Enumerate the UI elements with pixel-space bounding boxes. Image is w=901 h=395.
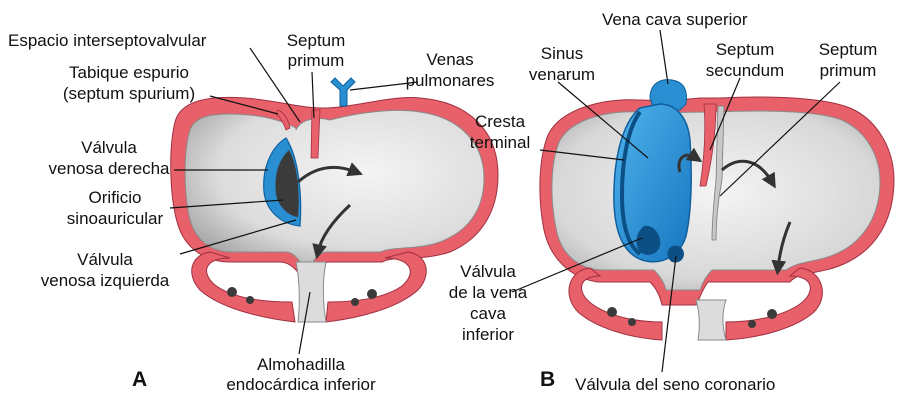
panel-b-trabecula-4 <box>748 320 756 328</box>
panel-b-trabecula-2 <box>628 318 636 326</box>
panel-a-pulmonary-veins <box>331 78 355 106</box>
panel-a-endocardial-cushion <box>296 262 326 322</box>
label-vena-cava-superior: Vena cava superior <box>602 10 748 30</box>
panel-a-atrial-cavity <box>185 110 484 265</box>
panel-b-trabecula-1 <box>607 307 617 317</box>
label-primum-b-line2: primum <box>808 61 888 81</box>
label-secundum-line1: Septum <box>700 40 790 60</box>
label-vci-line1: Válvula <box>430 262 546 282</box>
panel-a-septum-primum <box>311 110 320 158</box>
label-orificio-line1: Orificio <box>60 188 170 208</box>
label-sinus-line2: venarum <box>526 65 598 85</box>
label-septum-primum-a-line2: primum <box>280 51 352 71</box>
label-valvula-izquierda-line1: Válvula <box>30 250 180 270</box>
label-cresta-line1: Cresta <box>462 112 538 132</box>
label-vci-line2: de la vena <box>430 283 546 303</box>
label-valvula-derecha-line2: venosa derecha <box>44 159 174 179</box>
label-primum-b-line1: Septum <box>808 40 888 60</box>
label-secundum-line2: secundum <box>700 61 790 81</box>
label-almohadilla-line2: endocárdica inferior <box>218 375 384 395</box>
panel-label-a: A <box>132 368 147 392</box>
leader-vena-cava-superior <box>660 30 668 84</box>
panel-b-heart <box>540 80 894 340</box>
label-orificio-line2: sinoauricular <box>60 209 170 229</box>
label-espacio-interseptovalvular: Espacio interseptovalvular <box>8 31 206 51</box>
panel-a-trabecula-4 <box>351 298 359 306</box>
panel-label-b: B <box>540 368 555 392</box>
label-sinus-line1: Sinus <box>526 44 598 64</box>
panel-a-trabecula-2 <box>246 296 254 304</box>
label-vci-line3: cava <box>430 304 546 324</box>
label-vci-line4: inferior <box>430 325 546 345</box>
panel-a-trabecula-3 <box>367 289 377 299</box>
panel-b-trabecula-3 <box>767 309 777 319</box>
label-tabique-line2: (septum spurium) <box>48 84 210 104</box>
panel-a-trabecula-1 <box>227 287 237 297</box>
label-septum-primum-a-line1: Septum <box>280 31 352 51</box>
panel-b-ventricle-septum <box>696 300 726 340</box>
label-valvula-izquierda-line2: venosa izquierda <box>30 271 180 291</box>
label-venas-line2: pulmonares <box>404 71 496 91</box>
label-valvula-derecha-line1: Válvula <box>44 138 174 158</box>
label-venas-line1: Venas <box>404 50 496 70</box>
label-cresta-line2: terminal <box>462 133 538 153</box>
label-almohadilla-line1: Almohadilla <box>218 355 384 375</box>
label-seno-coronario: Válvula del seno coronario <box>575 375 775 395</box>
label-tabique-line1: Tabique espurio <box>48 63 210 83</box>
